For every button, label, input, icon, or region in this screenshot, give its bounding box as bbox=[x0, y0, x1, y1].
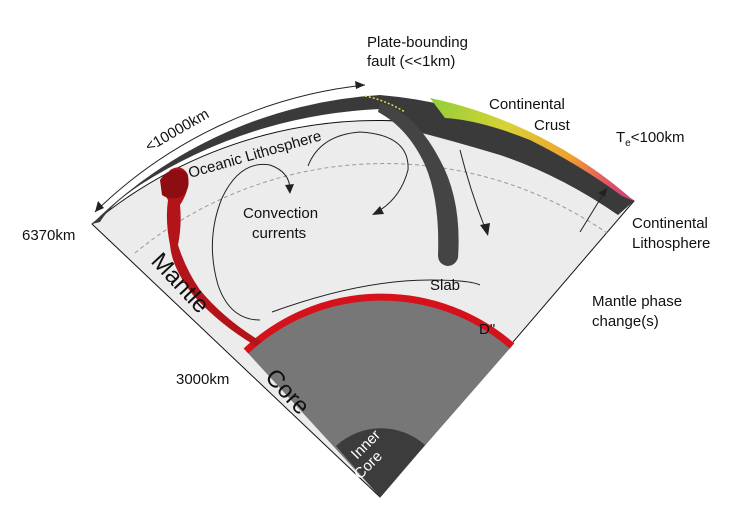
label-mantle-phase-2: change(s) bbox=[592, 313, 659, 330]
continental-lithosphere bbox=[380, 95, 634, 215]
label-convection-1: Convection bbox=[243, 205, 318, 222]
label-plate-fault-1: Plate-bounding bbox=[367, 34, 468, 51]
label-convection-2: currents bbox=[252, 225, 306, 242]
plate-bounding-fault bbox=[364, 95, 406, 113]
subducting-slab bbox=[378, 103, 459, 266]
oceanic-lithosphere bbox=[92, 95, 380, 224]
label-continental-lithosphere-2: Lithosphere bbox=[632, 235, 710, 252]
arrow-head-2 bbox=[372, 206, 384, 215]
label-plate-fault-2: fault (<<1km) bbox=[367, 53, 455, 70]
convection-arrow-4 bbox=[271, 279, 481, 313]
core-mantle-boundary-d-double-prime bbox=[243, 293, 515, 354]
arrow-head-5 bbox=[480, 223, 490, 236]
convection-arrow-2 bbox=[307, 131, 409, 214]
label-te: Te<100km bbox=[616, 129, 685, 149]
distance-arrow-head-left bbox=[95, 201, 104, 212]
continental-crust bbox=[430, 98, 634, 201]
inner-core bbox=[336, 428, 425, 497]
arrow-head-1 bbox=[285, 184, 294, 194]
mantle-plume-head bbox=[160, 169, 189, 199]
outer-core bbox=[246, 297, 512, 497]
convection-arrow-1 bbox=[221, 163, 291, 199]
label-continental-crust-2: Crust bbox=[534, 117, 571, 134]
label-continental-crust-1: Continental bbox=[489, 96, 565, 113]
label-radius-surface: 6370km bbox=[22, 227, 75, 244]
te-arrow-head bbox=[598, 188, 607, 197]
distance-arc-arrow bbox=[94, 84, 366, 213]
label-radius-core: 3000km bbox=[176, 371, 229, 388]
label-d-double-prime: D" bbox=[479, 321, 495, 338]
distance-arrow-head-right bbox=[355, 81, 365, 89]
label-slab: Slab bbox=[430, 277, 460, 294]
label-mantle-phase-1: Mantle phase bbox=[592, 293, 682, 310]
phase-change-boundary bbox=[134, 163, 608, 254]
label-continental-lithosphere-1: Continental bbox=[632, 215, 708, 232]
convection-arrow-5 bbox=[459, 149, 486, 229]
convection-arrow-3 bbox=[211, 197, 261, 321]
